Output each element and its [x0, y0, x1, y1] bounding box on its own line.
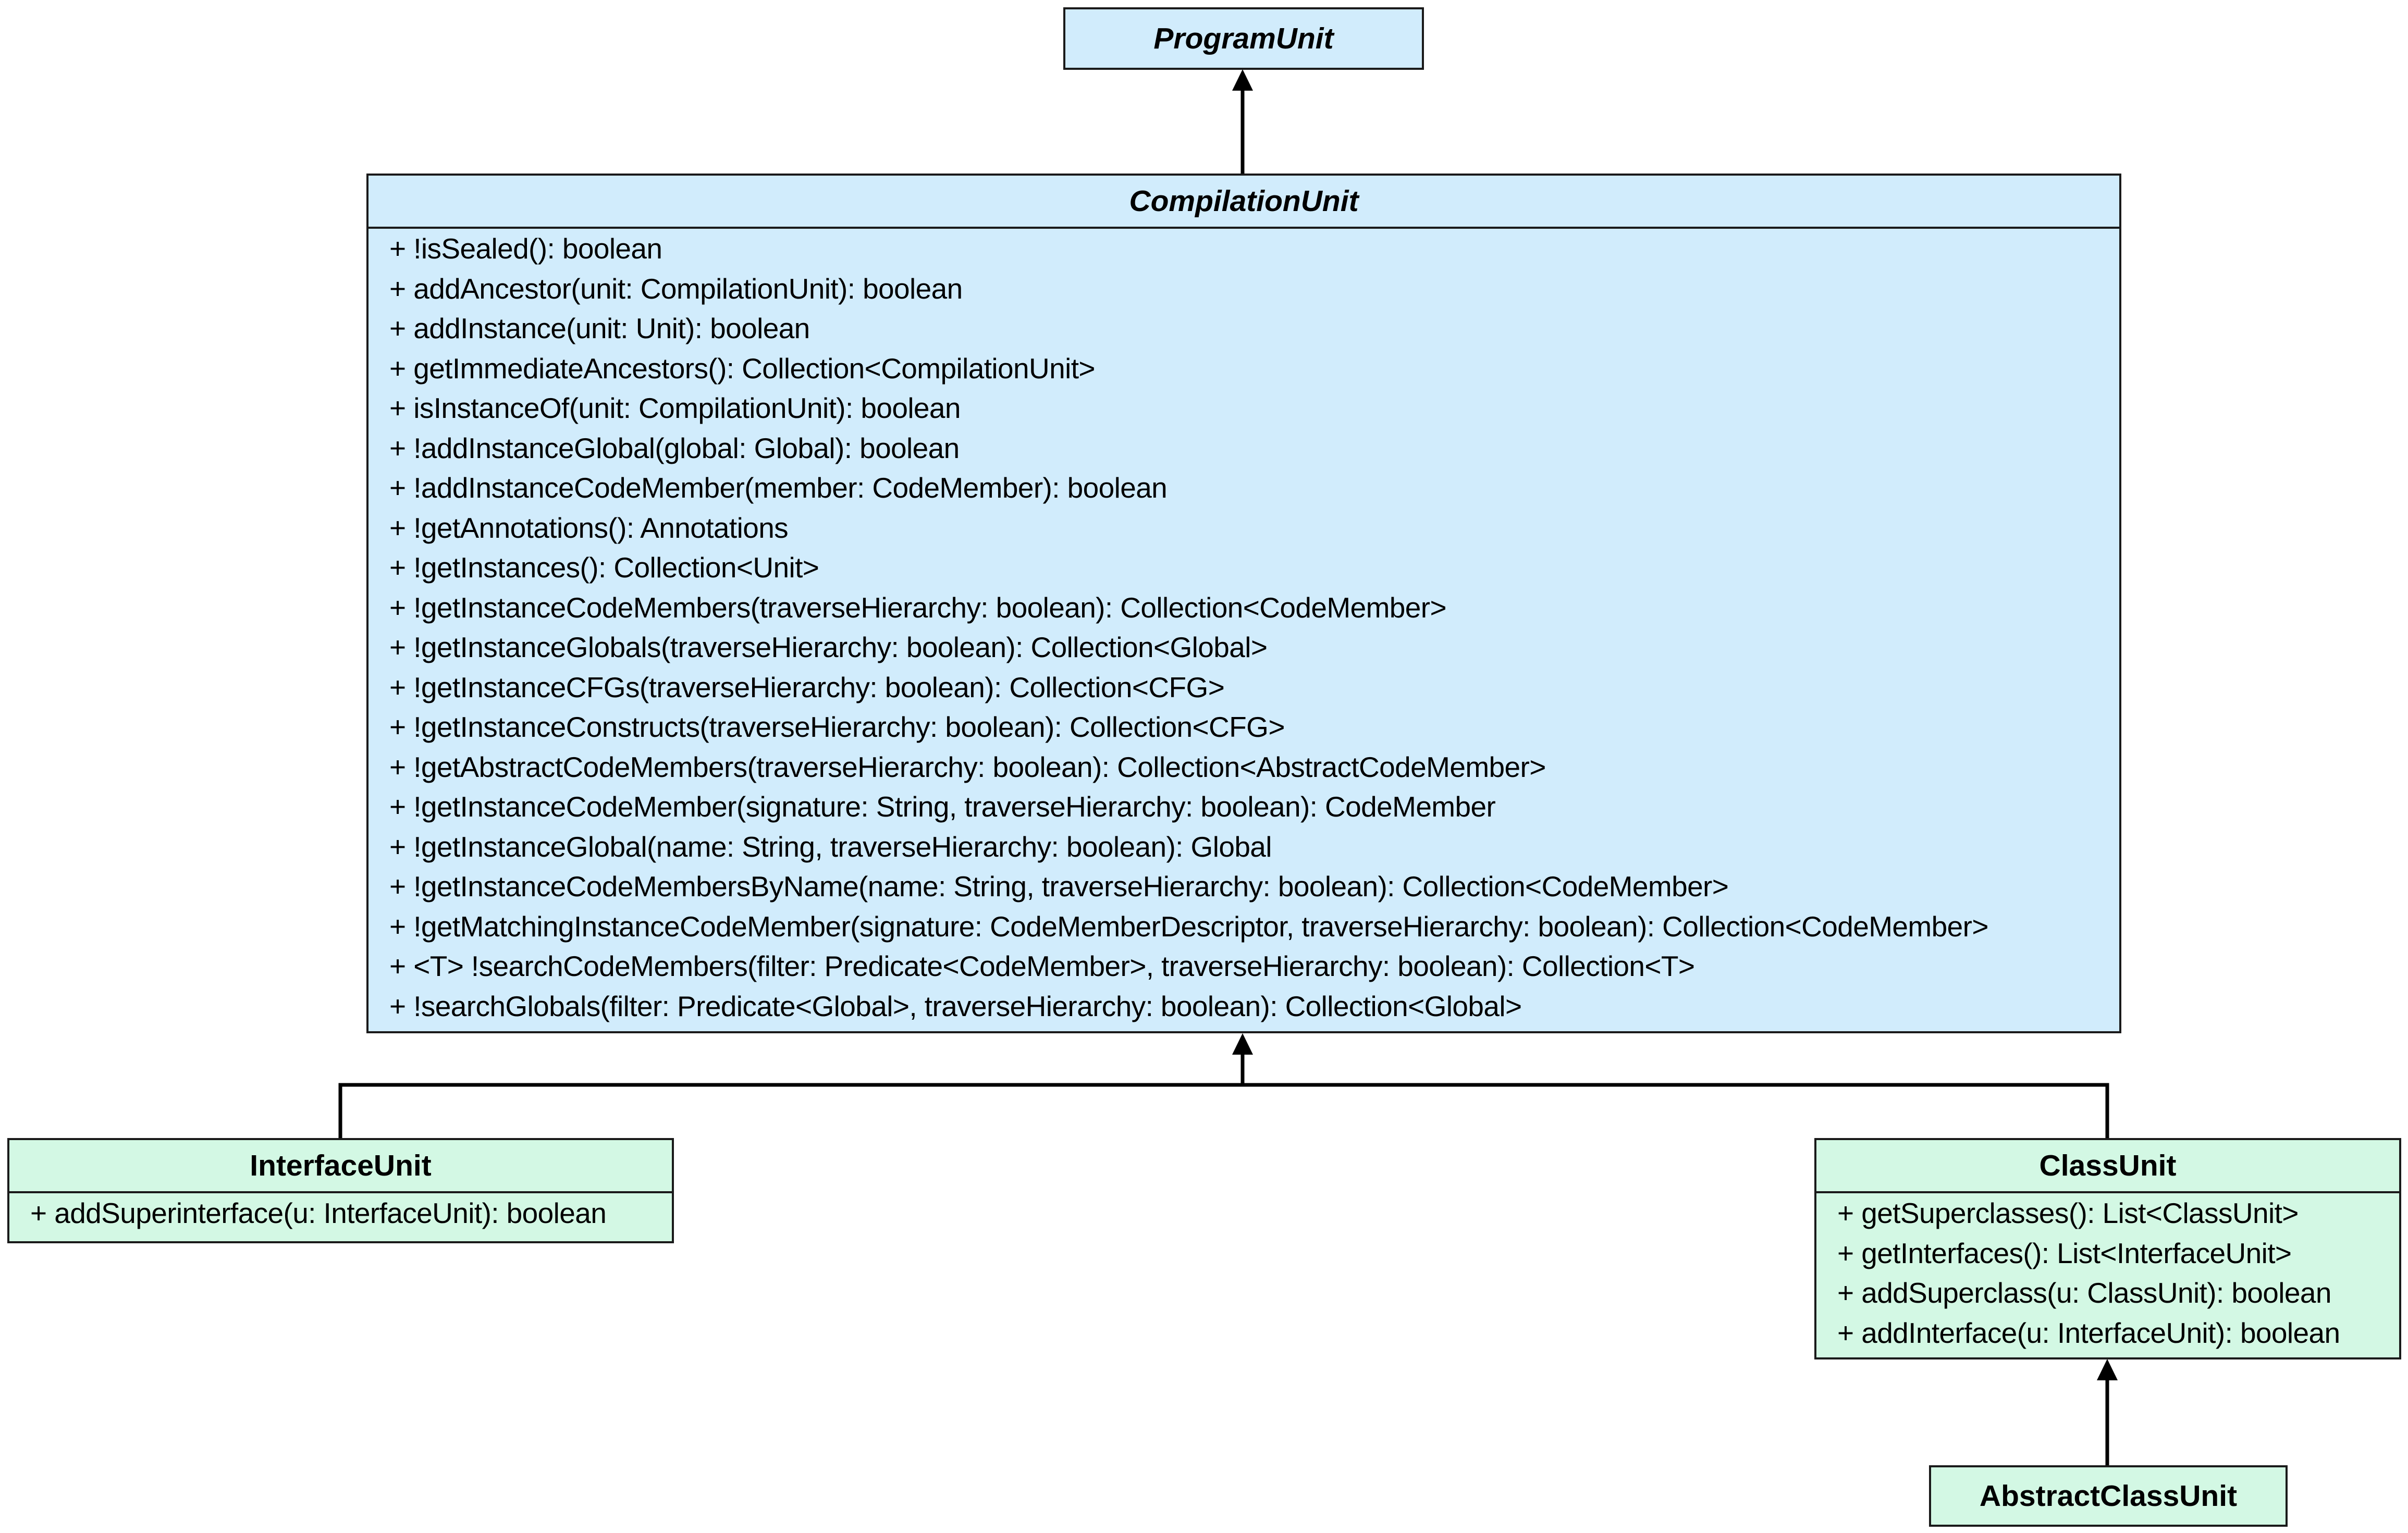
method-row: + !getAbstractCodeMembers(traverseHierar… — [389, 750, 1546, 783]
method-row: + addInterface(u: InterfaceUnit): boolea… — [1837, 1316, 2340, 1349]
arrowhead-programunit — [1232, 69, 1253, 91]
class-box-interfaceunit[interactable]: InterfaceUnit + addSuperinterface(u: Int… — [7, 1138, 674, 1243]
method-row: + !addInstanceCodeMember(member: CodeMem… — [389, 472, 1168, 504]
method-row: + <T> !searchCodeMembers(filter: Predica… — [389, 950, 1695, 982]
method-row: + addSuperinterface(u: InterfaceUnit): b… — [30, 1197, 607, 1229]
method-row: + !searchGlobals(filter: Predicate<Globa… — [389, 990, 1522, 1022]
method-row: + addInstance(unit: Unit): boolean — [389, 312, 810, 344]
method-row: + !getInstanceCodeMember(signature: Stri… — [389, 790, 1496, 823]
arrowhead-classunit — [2097, 1359, 2118, 1380]
method-row: + !addInstanceGlobal(global: Global): bo… — [389, 431, 960, 464]
class-name-compilationunit: CompilationUnit — [368, 176, 2119, 229]
method-row: + !getMatchingInstanceCodeMember(signatu… — [389, 910, 1988, 943]
class-name-programunit: ProgramUnit — [1153, 22, 1334, 55]
method-list-interfaceunit: + addSuperinterface(u: InterfaceUnit): b… — [9, 1193, 672, 1233]
method-row: + getSuperclasses(): List<ClassUnit> — [1837, 1197, 2299, 1229]
class-box-compilationunit[interactable]: CompilationUnit + !isSealed(): boolean+ … — [366, 174, 2121, 1033]
class-box-programunit[interactable]: ProgramUnit — [1063, 7, 1424, 70]
method-row: + !getInstanceConstructs(traverseHierarc… — [389, 711, 1285, 743]
method-row: + getInterfaces(): List<InterfaceUnit> — [1837, 1237, 2292, 1269]
method-row: + !getInstanceCodeMembers(traverseHierar… — [389, 591, 1447, 624]
method-row: + !getInstanceCFGs(traverseHierarchy: bo… — [389, 671, 1225, 703]
class-name-interfaceunit: InterfaceUnit — [9, 1140, 672, 1193]
class-name-abstractclassunit: AbstractClassUnit — [1979, 1479, 2238, 1513]
method-row: + addAncestor(unit: CompilationUnit): bo… — [389, 272, 963, 305]
method-row: + !getInstances(): Collection<Unit> — [389, 551, 819, 584]
method-row: + !getAnnotations(): Annotations — [389, 511, 789, 544]
class-name-classunit: ClassUnit — [1816, 1140, 2399, 1193]
arrowhead-compilationunit — [1232, 1033, 1253, 1055]
class-box-classunit[interactable]: ClassUnit + getSuperclasses(): List<Clas… — [1814, 1138, 2401, 1359]
method-row: + !getInstanceCodeMembersByName(name: St… — [389, 870, 1729, 903]
class-box-abstractclassunit[interactable]: AbstractClassUnit — [1929, 1465, 2288, 1527]
method-list-classunit: + getSuperclasses(): List<ClassUnit> + ge… — [1816, 1193, 2399, 1353]
method-row: + !isSealed(): boolean — [389, 232, 662, 265]
method-row: + isInstanceOf(unit: CompilationUnit): b… — [389, 392, 961, 424]
edge-classunit-to-compilationunit — [1243, 1083, 2109, 1138]
edge-interfaceunit-to-compilationunit — [338, 1083, 1243, 1138]
method-row: + addSuperclass(u: ClassUnit): boolean — [1837, 1277, 2331, 1309]
method-list-compilationunit: + !isSealed(): boolean + addAncestor(unit… — [368, 229, 2119, 1026]
method-row: + !getInstanceGlobal(name: String, trave… — [389, 830, 1272, 863]
method-row: + !getInstanceGlobals(traverseHierarchy:… — [389, 631, 1268, 663]
method-row: + getImmediateAncestors(): Collection<Co… — [389, 352, 1096, 385]
